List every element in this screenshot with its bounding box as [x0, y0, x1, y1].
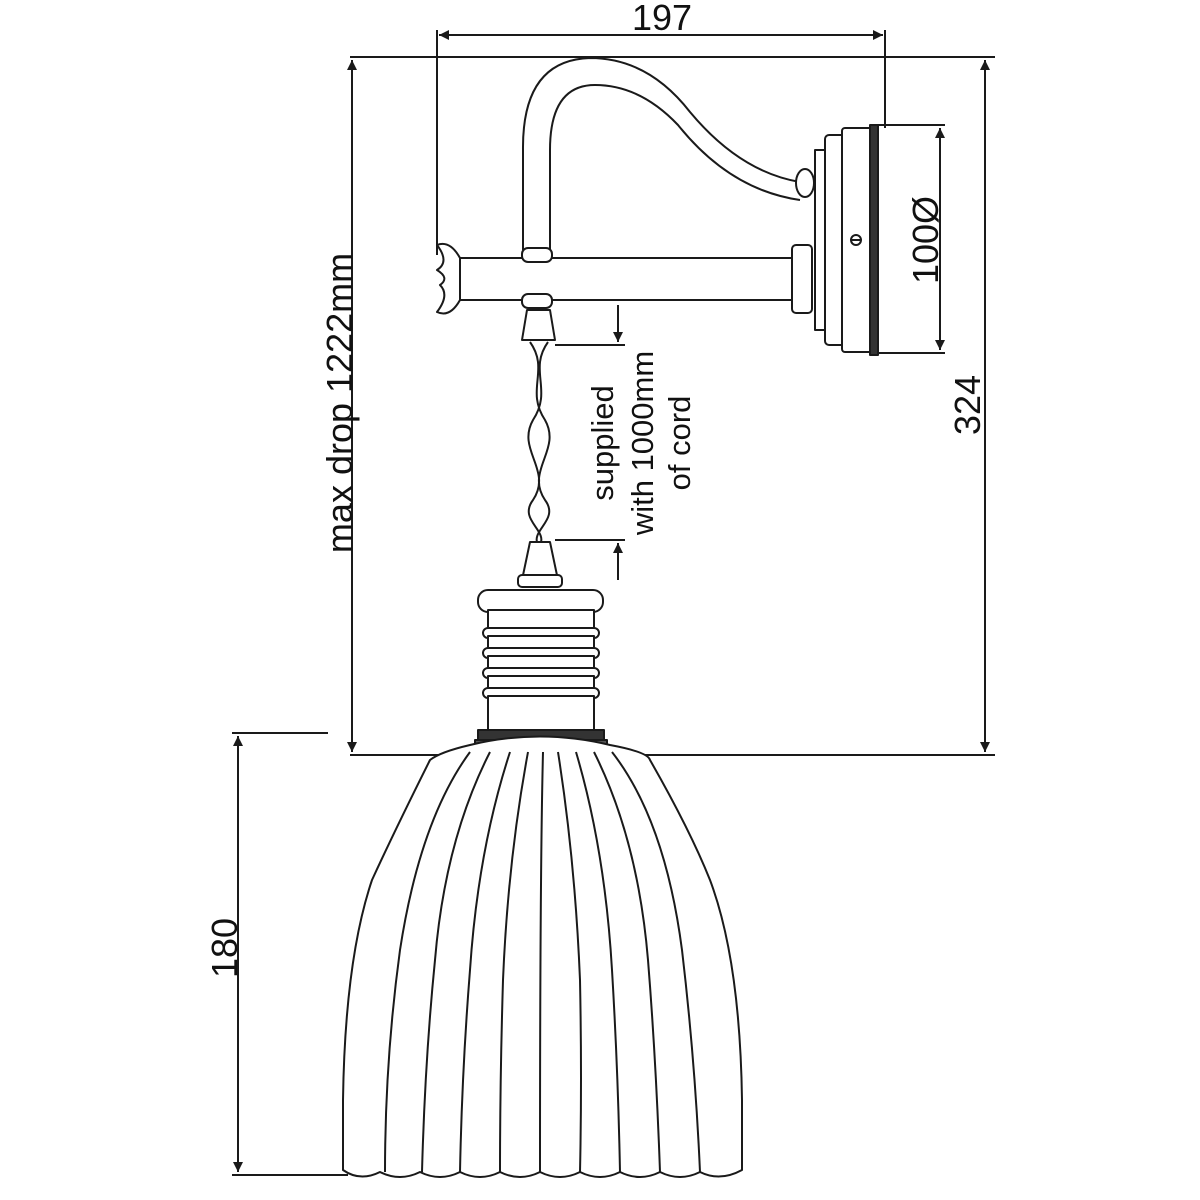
cord-top-connector [521, 309, 556, 341]
wall-plate [814, 124, 879, 356]
cord-note-line3: of cord [662, 396, 697, 491]
dimension-lines [232, 30, 995, 1176]
arm-top-joint [521, 247, 553, 263]
lamp-outline [342, 57, 879, 1178]
height-label: 324 [947, 375, 988, 435]
fluted-shade [342, 735, 743, 1178]
plate-diameter-label: 100Ø [905, 196, 946, 284]
twisted-cord [527, 341, 551, 546]
max-drop-label: max drop 1222mm [319, 253, 360, 553]
arm-collar [795, 168, 815, 198]
gooseneck-arm [521, 57, 801, 250]
shade-height-label: 180 [204, 918, 245, 978]
horizontal-bar [436, 242, 813, 315]
lamp-holder [474, 589, 608, 751]
cord-note-line1: supplied [585, 385, 620, 500]
arm-bottom-joint [521, 293, 553, 309]
width-label: 197 [632, 0, 692, 38]
cord-note-line2: with 1000mm [625, 351, 660, 536]
